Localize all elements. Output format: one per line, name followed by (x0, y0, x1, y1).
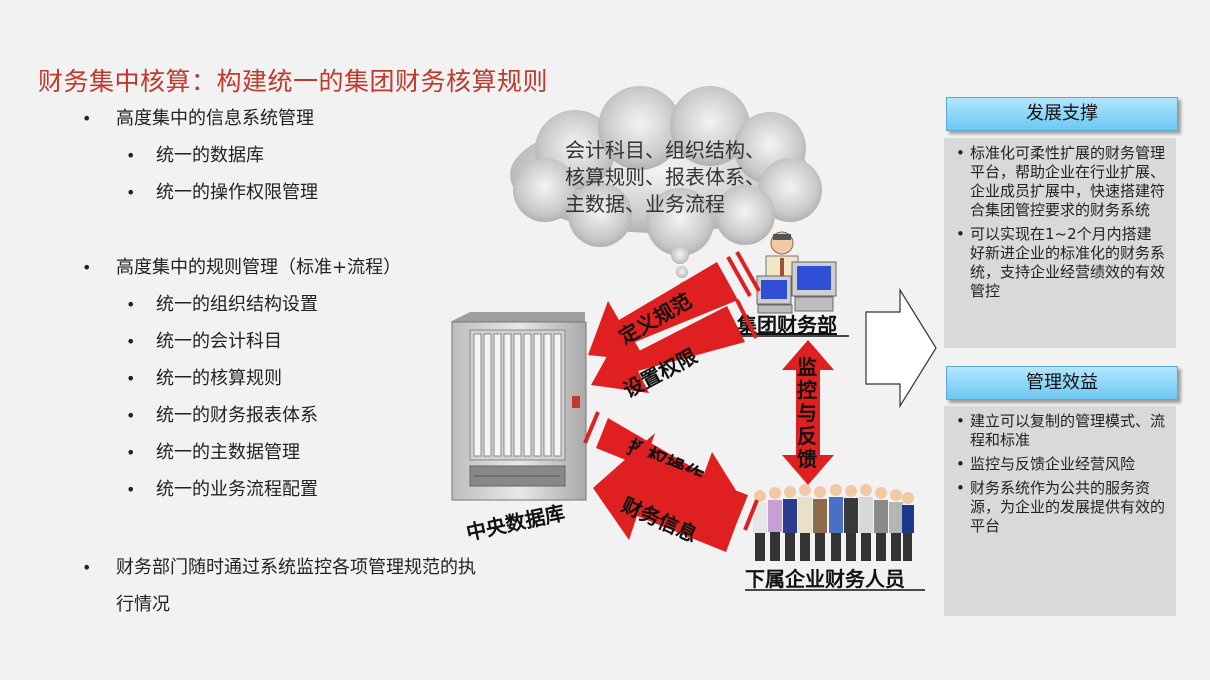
cloud-line-2: 核算规则、报表体系、 (565, 165, 765, 189)
benefit-item-1: 建立可以复制的管理模式、流程和标准 (952, 412, 1166, 450)
support-item-2: 可以实现在1~2个月内搭建好新进企业的标准化的财务系统，支持企业经营绩效的有效管… (952, 225, 1166, 301)
arrow-monitor-feedback (782, 340, 834, 485)
person-computer-icon (756, 231, 837, 314)
bullet-unified-database: 统一的数据库 (80, 145, 480, 167)
monitor-char-1: 监 (797, 355, 817, 379)
monitor-feedback-label-group: 监 控 与 反 馈 (797, 355, 817, 471)
node-subsidiary-label: 下属企业财务人员 (745, 567, 905, 591)
monitor-char-4: 反 (797, 424, 817, 448)
page-title: 财务集中核算：构建统一的集团财务核算规则 (38, 67, 549, 96)
bullet-unified-permission: 统一的操作权限管理 (80, 182, 480, 204)
node-database-label: 中央数据库 (464, 501, 567, 545)
panel-benefit-body: 建立可以复制的管理模式、流程和标准 监控与反馈企业经营风险 财务系统作为公共的服… (944, 406, 1176, 616)
benefit-item-2: 监控与反馈企业经营风险 (952, 455, 1166, 474)
bullet-org-structure: 统一的组织结构设置 (80, 294, 480, 316)
support-item-1: 标准化可柔性扩展的财务管理平台，帮助企业在行业扩展、企业成员扩展中，快速搭建符合… (952, 144, 1166, 220)
bullet-monitoring: 财务部门随时通过系统监控各项管理规范的执行情况 (80, 549, 480, 623)
bullet-info-system: 高度集中的信息系统管理 (80, 108, 480, 130)
panel-support-body: 标准化可柔性扩展的财务管理平台，帮助企业在行业扩展、企业成员扩展中，快速搭建符合… (944, 138, 1176, 348)
bullet-master-data: 统一的主数据管理 (80, 442, 480, 464)
bullet-business-process: 统一的业务流程配置 (80, 479, 480, 501)
server-icon (450, 312, 587, 501)
bullet-accounts: 统一的会计科目 (80, 331, 480, 353)
cloud-icon (510, 86, 822, 289)
monitor-char-3: 与 (797, 401, 817, 425)
outline-arrow-icon (865, 287, 937, 409)
monitor-char-5: 馈 (797, 447, 817, 471)
bullet-list: 高度集中的信息系统管理 统一的数据库 统一的操作权限管理 高度集中的规则管理（标… (80, 104, 480, 623)
cloud-line-1: 会计科目、组织结构、 (565, 138, 765, 162)
benefit-item-3: 财务系统作为公共的服务资源，为企业的发展提供有效的平台 (952, 479, 1166, 536)
panel-support-heading: 发展支撑 (946, 97, 1178, 131)
panel-benefit-heading: 管理效益 (946, 366, 1178, 400)
bullet-report-system: 统一的财务报表体系 (80, 405, 480, 427)
people-group-icon (753, 484, 914, 561)
bullet-rules-management: 高度集中的规则管理（标准+流程） (80, 257, 480, 279)
cloud-line-3: 主数据、业务流程 (565, 192, 725, 216)
monitor-char-2: 控 (797, 378, 817, 402)
bullet-accounting-rules: 统一的核算规则 (80, 368, 480, 390)
